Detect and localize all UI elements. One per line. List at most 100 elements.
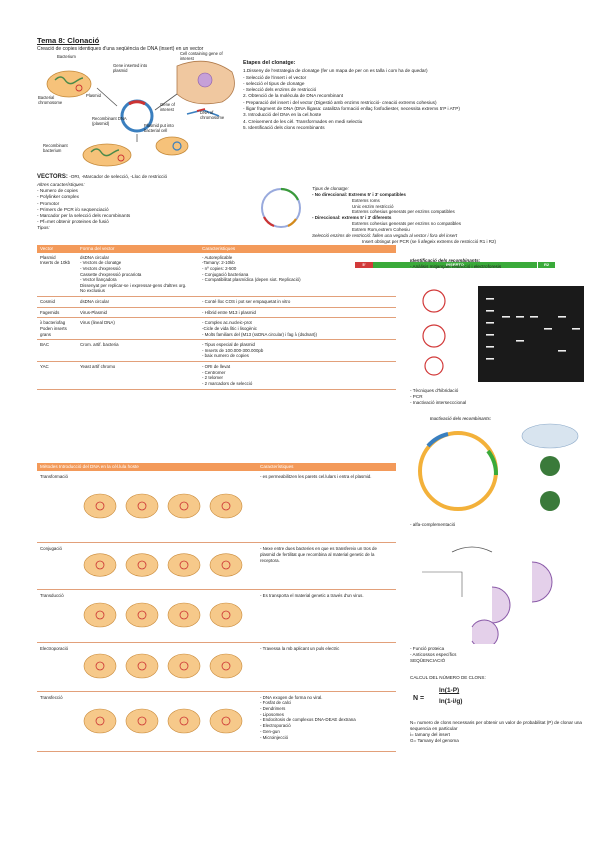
plasmid-shape	[179, 501, 189, 511]
tipus-item-9: Insert obtingut per PCR (se li afegeix e…	[362, 238, 497, 244]
vectors-heading-rest: -ORI, -Marcador de selecció, -Lloc de re…	[67, 174, 168, 179]
step-1: 1.Disseny de l'estrategia de clonatge (f…	[243, 68, 428, 74]
cell-shape	[209, 602, 243, 628]
vector-cell-forma: dsDNA circular - Vectors de clonatge - V…	[77, 252, 199, 298]
identificacio-section: Identificació dels recombinants: - Anàli…	[410, 258, 585, 270]
after-alfa-section: - Funció proteica - Anticossos específic…	[410, 646, 585, 664]
hybrid-item-2: - PCR	[410, 394, 423, 400]
inactivation-figure	[418, 423, 579, 511]
label-bacterial-chromosome: Bacterial chromosome	[38, 95, 63, 105]
formula-denominator: ln(1-i/g)	[439, 698, 463, 705]
formula-note-1: N= numero de clons necessaris per obteni…	[410, 720, 582, 732]
cell-shape	[167, 553, 201, 578]
insert-bar-mid: INSERTO	[373, 262, 537, 268]
cell-shape	[167, 708, 201, 733]
plasmid-shape	[95, 561, 105, 570]
ident-heading: Identificació dels recombinants:	[410, 258, 481, 263]
vector-cell-forma: Crom. artif. bacteria	[77, 339, 199, 363]
cell-shape	[83, 553, 117, 578]
gel-figure	[422, 286, 584, 382]
plasmid-shape	[221, 561, 231, 570]
label-dna-chromosome: DNA of chromosome	[200, 110, 225, 120]
plasmid-shape	[95, 716, 105, 726]
cell-shape	[125, 708, 159, 733]
cell-shape	[125, 493, 159, 519]
method-table-row: Electroporació- Travessa la mb aplicant …	[37, 642, 396, 692]
ident-item: - Anàlisis mitjançant restricció i elect…	[410, 264, 502, 270]
vector-cell-forma: Virus (lineal DNA)	[77, 317, 199, 341]
plasmid-shape	[179, 561, 189, 570]
cell-shape	[209, 653, 243, 679]
formula-note-2: i= tamany del insert	[410, 732, 450, 738]
cell-shape	[209, 493, 243, 519]
vector-cell-vector: YAC	[37, 361, 77, 390]
method-illustration	[83, 602, 243, 628]
step-2a: - Preparació del insert i del vector (Di…	[243, 99, 437, 105]
plasmid-shape	[179, 716, 189, 726]
tipus-item-4: Extrems cohesius generats per enzims com…	[352, 209, 455, 215]
vector-cell-car: - Complex ac.nucleic-prot -Cicle de vida…	[199, 317, 396, 341]
step-1a: - Selecció de l'insert i el vector	[243, 74, 307, 80]
vector-cell-vector: λ bacteriofag Poden inserts grans	[37, 317, 77, 341]
vector-cell-car: - Autoreplicable -Tamany: 2-10kb - nº co…	[199, 252, 396, 298]
tipus-heading: Tipus de clonatge:	[312, 186, 349, 191]
label-bacterium: Bacterium	[57, 54, 76, 59]
alfa-figure	[422, 546, 553, 644]
method-cell-name: Electroporació	[37, 642, 77, 692]
method-illustration	[83, 553, 243, 578]
vector-cell-vector: Fagemids	[37, 307, 77, 319]
plasmid-map	[261, 187, 301, 228]
vector-cell-car: - Tipus especial de plasmid - Inserts de…	[199, 339, 396, 363]
plasmid-shape	[179, 661, 189, 671]
method-table-row: Transfecció- DNA exogen de forma no vira…	[37, 691, 396, 753]
cell-shape	[167, 493, 201, 519]
plasmid-shape	[137, 501, 147, 511]
method-cell-name: Transfecció	[37, 691, 77, 753]
method-table-row: Transformació- es permeabilitzen les par…	[37, 470, 396, 544]
method-cell-name: Transducció	[37, 589, 77, 643]
vectors-item-4: - Primers de PCR i/o seqüenciació	[37, 206, 109, 212]
after-alfa-1: - Funció proteica	[410, 646, 445, 651]
method-cell-name: Transformació	[37, 470, 77, 544]
vector-cell-vector: Plasmid Inserts de 10kb	[37, 252, 77, 298]
hybrid-item-1: - Tècniques d'hibridació	[410, 388, 459, 393]
after-alfa-3: SEQÜENCIACIÓ	[410, 658, 446, 664]
insert-bar-right: R2	[537, 262, 555, 268]
cell-shape	[83, 602, 117, 628]
cell-shape	[83, 653, 117, 679]
vector-table: Vector Forma del vector Caracteristiques…	[37, 245, 396, 390]
tipus-item-5: - Direccional: extrems 5' i 3' diferents	[312, 215, 392, 221]
step-1b: - selecció el tipus de clonatge	[243, 80, 305, 86]
vector-table-header-car: Caracteristiques	[199, 245, 396, 253]
vector-table-header-forma: Forma del vector	[77, 245, 199, 253]
formula: N = ln(1-P) ln(1-i/g)	[413, 687, 533, 717]
step-2b: - lligar fragment de DNA (DNA lligasa: c…	[243, 106, 460, 112]
method-table-header-metode: Mètodes Introducció del DNA en la cèl.lu…	[37, 463, 257, 471]
label-cell-gene: Cell containing gene of interest	[180, 51, 223, 61]
plasmid-shape	[221, 610, 231, 620]
method-cell-car: - Es transporta el material genetic a tr…	[257, 589, 396, 643]
plasmid-shape	[221, 501, 231, 511]
label-gene-of-interest: Gene of interest	[160, 102, 175, 112]
plasmid-shape	[137, 610, 147, 620]
label-plasmid: Plasmid	[86, 93, 101, 98]
vector-cell-forma: dsDNA circular	[77, 296, 199, 308]
tipus-item-6: Extrems cohesius generats per enzims no …	[352, 221, 462, 227]
vector-cell-vector: BAC	[37, 339, 77, 363]
step-5: 5. Identificació dels clons recombinants	[243, 124, 325, 130]
vectors-sub: Altres característiques:	[37, 181, 85, 187]
method-cell-figure	[77, 642, 257, 692]
plasmid-shape	[137, 716, 147, 726]
plasmid-shape	[221, 661, 231, 671]
step-3: 3. Introducció del DNA en la cel.hoste	[243, 112, 322, 118]
vector-cell-car: - Híbrid entre M13 i plasmid	[199, 307, 396, 319]
formula-note-3: G= Tamany del genoma	[410, 738, 459, 744]
vectors-tipus: Tipus:	[37, 225, 50, 231]
cell-shape	[167, 602, 201, 628]
method-cell-figure	[77, 589, 257, 643]
